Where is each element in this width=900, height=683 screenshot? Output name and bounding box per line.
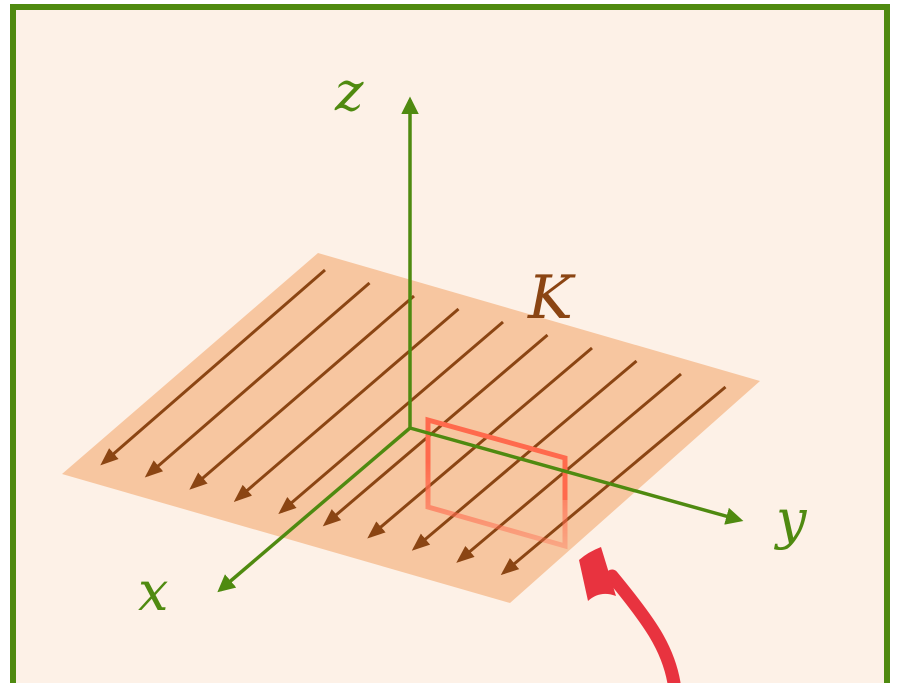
z-axis-label: z [334, 60, 364, 123]
amperian-loop [425, 416, 568, 550]
amperian-loop-bottom-edge [425, 462, 568, 550]
current-line-arrow [322, 333, 549, 527]
hand-drawn-arrow-icon [579, 547, 681, 683]
current-line-arrow [100, 268, 326, 466]
current-line-arrow [233, 307, 460, 502]
sheet-label: K [527, 263, 576, 333]
current-line-arrow [500, 385, 727, 576]
current-line-arrow [278, 320, 504, 515]
current-line-arrow [144, 281, 371, 478]
current-line-arrow [456, 372, 682, 563]
current-lines [100, 268, 727, 576]
current-line-arrow [411, 359, 638, 551]
y-axis [409, 426, 744, 525]
coordinate-axes [217, 96, 744, 593]
y-axis-label: y [774, 488, 808, 551]
x-axis [217, 426, 412, 593]
amperian-loop-top-edge [425, 416, 568, 500]
current-line-arrow [189, 294, 415, 490]
x-axis-label: x [138, 560, 168, 623]
current-line-arrow [367, 346, 593, 539]
